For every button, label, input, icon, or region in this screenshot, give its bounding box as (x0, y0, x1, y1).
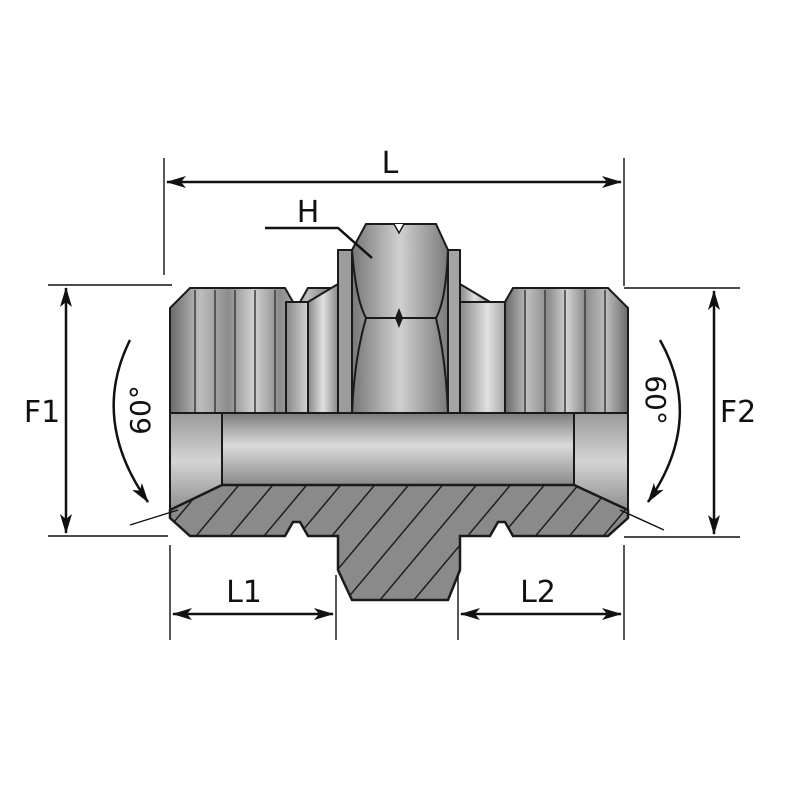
hex-right-side (447, 249, 461, 414)
left-shoulder (307, 282, 339, 414)
label-L1: L1 (226, 575, 262, 610)
angle-arc-right (646, 339, 682, 503)
label-L: L (382, 146, 399, 181)
label-angle-right: 60° (639, 375, 672, 425)
section-hatched (168, 483, 630, 602)
extension-lines (48, 158, 740, 640)
bore (169, 412, 629, 512)
label-F2: F2 (720, 395, 756, 430)
hex-notch-mid (395, 308, 403, 328)
fitting-upper-half (169, 223, 629, 414)
label-L2: L2 (520, 575, 556, 610)
angle-arc-left (112, 339, 150, 503)
label-F1: F1 (24, 395, 60, 430)
hex-body (337, 249, 353, 414)
label-angle-left: 60° (124, 385, 157, 435)
right-thread-grooves (524, 290, 606, 412)
right-thread-end (504, 287, 629, 414)
hex-leader (265, 226, 373, 259)
bore-channel (221, 412, 575, 486)
dimension-lines (60, 176, 720, 620)
dimension-labels: L H F1 F2 L1 L2 60° 60° (24, 146, 756, 610)
label-H: H (297, 195, 320, 230)
hex-notch-top (393, 223, 405, 235)
left-thread-grooves (194, 290, 276, 412)
hex-flat-top (351, 249, 449, 319)
